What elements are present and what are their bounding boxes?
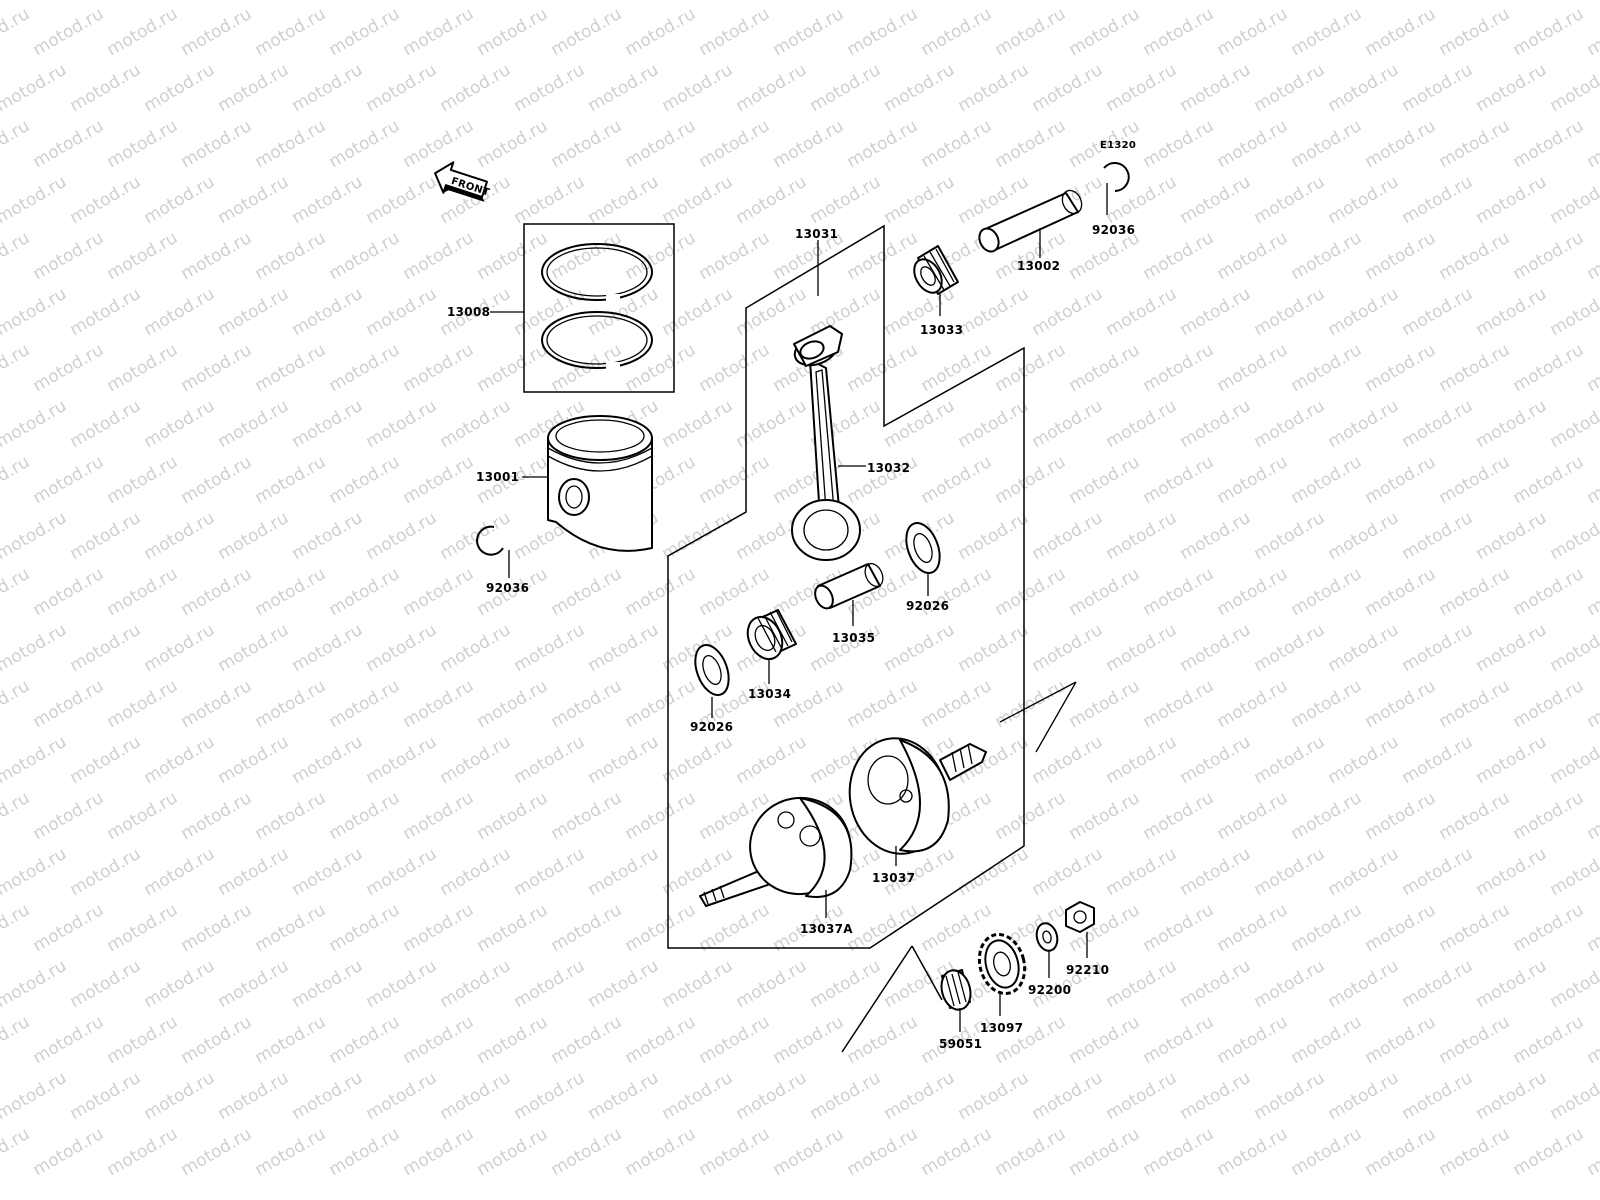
label-13033: 13033 (920, 323, 963, 337)
label-13097: 13097 (980, 1021, 1023, 1035)
piston-pin-icon (978, 189, 1083, 253)
label-92210: 92210 (1066, 963, 1109, 977)
label-92026-left: 92026 (690, 720, 733, 734)
label-92036-top: 92036 (1092, 223, 1135, 237)
label-92200: 92200 (1028, 983, 1071, 997)
snap-ring-left-icon (476, 525, 504, 556)
label-13031: 13031 (795, 227, 838, 241)
crank-divider (999, 681, 1077, 753)
connecting-rod-icon (791, 325, 861, 561)
label-13001: 13001 (476, 470, 519, 484)
label-13037A: 13037A (800, 922, 853, 936)
leader-lines (490, 183, 1108, 1032)
needle-bearing-big-end-icon (746, 609, 797, 661)
snap-ring-top-icon (1103, 162, 1130, 192)
gear-icon (977, 932, 1027, 996)
piston-icon (547, 415, 653, 552)
nut-icon (1065, 901, 1095, 933)
label-13032: 13032 (867, 461, 910, 475)
label-13037: 13037 (872, 871, 915, 885)
label-13035: 13035 (832, 631, 875, 645)
needle-bearing-gear-icon (940, 969, 972, 1011)
crankshaft-left-icon (699, 796, 853, 907)
crankshaft-right-icon (848, 737, 987, 855)
piston-ring-box (523, 223, 675, 393)
label-13002: 13002 (1017, 259, 1060, 273)
thrust-washer-left-icon (694, 644, 730, 696)
label-92026-right: 92026 (906, 599, 949, 613)
needle-bearing-small-end-icon (913, 245, 959, 295)
label-59051: 59051 (939, 1037, 982, 1051)
assembly-outline (667, 224, 1025, 949)
washer-small-icon (1035, 922, 1059, 952)
piston-ring-upper-icon (541, 243, 653, 302)
label-92036-left: 92036 (486, 581, 529, 595)
front-arrow-icon: FRONT (434, 161, 491, 202)
piston-ring-lower-icon (541, 311, 653, 370)
label-13034: 13034 (748, 687, 791, 701)
crank-pin-icon (814, 562, 884, 610)
label-13008: 13008 (447, 305, 490, 319)
diagram-code: E1320 (1100, 140, 1136, 151)
thrust-washer-right-icon (905, 522, 941, 574)
gear-group-outline (841, 945, 943, 1053)
